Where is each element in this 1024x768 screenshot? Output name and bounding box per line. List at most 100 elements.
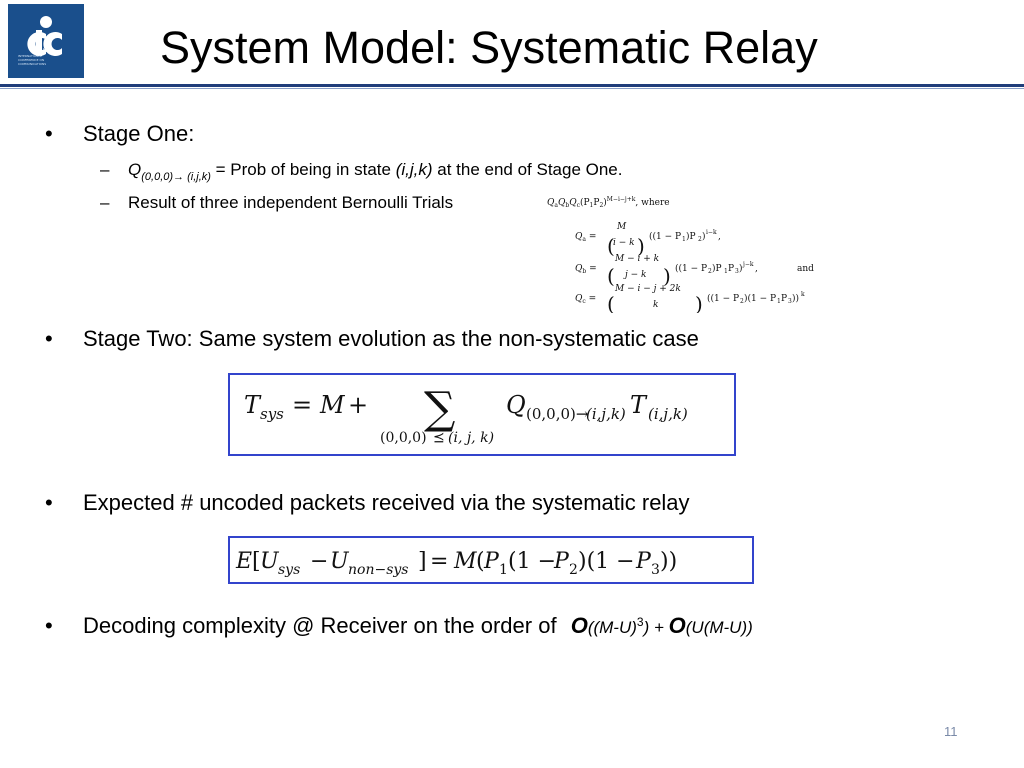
svg-text:): ) (663, 264, 671, 288)
svg-text:U: U (260, 549, 280, 574)
big-o-symbol: O (668, 613, 686, 638)
svg-text:i−k: i−k (706, 229, 717, 236)
svg-text:)): )) (660, 549, 677, 574)
svg-text:j − k: j − k (623, 270, 647, 280)
state-text: (i,j,k) (395, 160, 433, 179)
equation-box-expected-u: E [ U sys − U non−sys ] = M ( P 1 (1 − P… (228, 536, 754, 584)
svg-text:Qb =: Qb = (575, 264, 597, 275)
svg-text:3: 3 (735, 268, 739, 275)
complexity-plus: ) + (643, 618, 669, 637)
svg-text:Q: Q (506, 391, 526, 419)
svg-text:M: M (319, 391, 346, 419)
svg-text:((1 − P: ((1 − P (675, 263, 707, 274)
equation-expected-u: E [ U sys − U non−sys ] = M ( P 1 (1 − P… (235, 549, 677, 578)
slide-title: System Model: Systematic Relay (160, 22, 818, 73)
svg-text:2: 2 (698, 236, 702, 243)
equation-tsys: T sys = M + ∑ (0,0,0) ⪯ (i, j, k) Q (0,0… (244, 383, 688, 446)
svg-text:k: k (653, 300, 658, 310)
sub-bullet-text: = Prob of being in state (210, 160, 396, 179)
svg-text:,: , (755, 264, 758, 274)
svg-text:i − k: i − k (613, 238, 635, 248)
svg-text:∑: ∑ (424, 383, 455, 434)
svg-text:((1 − P: ((1 − P (707, 293, 739, 304)
exponent: 3 (636, 615, 644, 629)
svg-text:): ) (739, 263, 743, 274)
svg-text:)(1 −: )(1 − (578, 549, 635, 574)
svg-text:M − i − j + 2k: M − i − j + 2k (614, 284, 681, 294)
svg-text:M − i + k: M − i + k (614, 254, 659, 264)
svg-text:T: T (630, 391, 648, 419)
svg-text:(: ( (607, 234, 615, 258)
svg-text:): ) (695, 292, 703, 313)
svg-text:E: E (235, 549, 252, 574)
svg-text:2: 2 (708, 268, 712, 275)
svg-text:and: and (797, 264, 814, 274)
bullet-decoding-complexity: • Decoding complexity @ Receiver on the … (45, 612, 753, 643)
svg-text:((1 − P: ((1 − P (649, 231, 681, 242)
logo-label: IEEE ICC (30, 48, 51, 54)
svg-text:(i,j,k): (i,j,k) (648, 405, 688, 423)
svg-text:): ) (637, 234, 645, 258)
sub-bullet-dash: – (100, 193, 110, 212)
sub-bullet-dash: – (100, 160, 110, 179)
svg-text:P: P (553, 549, 570, 574)
title-rule-thin (0, 88, 1024, 89)
svg-text:)P: )P (686, 231, 696, 242)
svg-text:[: [ (252, 549, 261, 574)
complexity-term-2: (U(M-U)) (685, 618, 753, 637)
svg-text:1: 1 (499, 562, 508, 578)
svg-text:(: ( (607, 292, 615, 313)
svg-text:P: P (728, 264, 734, 274)
logo-fine-print: INTERNATIONAL CONFERENCE ON COMMUNICATIO… (18, 54, 47, 66)
bullet-text: Stage One: (83, 121, 195, 146)
svg-text:=: = (292, 391, 312, 419)
svg-text:−: − (310, 549, 328, 574)
svg-text:M: M (616, 222, 627, 232)
svg-text:QaQbQc(P1P2)M−i−j+k, where: QaQbQc(P1P2)M−i−j+k, where (547, 196, 670, 209)
svg-text:U: U (330, 549, 350, 574)
svg-text:3: 3 (651, 562, 660, 578)
svg-text:(: ( (476, 549, 485, 574)
svg-text:2: 2 (740, 298, 744, 305)
q-subscript: (0,0,0)→ (i,j,k) (141, 171, 211, 183)
svg-text:]: ] (418, 549, 427, 574)
svg-text:⪯: ⪯ (433, 430, 445, 446)
bullet-stage-one: • Stage One: (45, 120, 195, 148)
svg-text:2: 2 (569, 562, 578, 578)
svg-text:(i, j, k): (i, j, k) (448, 430, 494, 446)
bullet-dot: • (45, 613, 53, 638)
svg-text:)(1 − P: )(1 − P (744, 293, 776, 304)
svg-text:(1 −: (1 − (508, 549, 556, 574)
svg-text:k: k (801, 291, 805, 298)
svg-text:P: P (483, 549, 500, 574)
svg-text:1: 1 (682, 236, 686, 243)
svg-text:sys: sys (278, 562, 300, 578)
svg-text:(0,0,0)→: (0,0,0)→ (526, 405, 589, 423)
svg-text:Qc =: Qc = (575, 294, 596, 305)
svg-text:,: , (718, 232, 721, 242)
svg-text:j−k: j−k (742, 261, 754, 268)
svg-text:P: P (635, 549, 652, 574)
sub-bullet-q-definition: – Q(0,0,0)→ (i,j,k) = Prob of being in s… (100, 159, 623, 183)
big-o-symbol: O (570, 613, 588, 638)
bullet-stage-two: • Stage Two: Same system evolution as th… (45, 325, 699, 353)
svg-text:(: ( (607, 264, 615, 288)
q-symbol: Q (128, 160, 142, 179)
svg-text:M: M (453, 549, 477, 574)
svg-text:3: 3 (788, 298, 792, 305)
conference-logo: IEEE ICC INTERNATIONAL CONFERENCE ON COM… (8, 4, 84, 78)
bullet-text: Decoding complexity @ Receiver on the or… (83, 613, 557, 638)
equation-box-tsys: T sys = M + ∑ (0,0,0) ⪯ (i, j, k) Q (0,0… (228, 373, 736, 456)
bullet-text: Stage Two: Same system evolution as the … (83, 326, 699, 351)
svg-text:T: T (244, 391, 262, 419)
svg-text:Qa =: Qa = (575, 232, 596, 243)
svg-text:P: P (781, 294, 787, 304)
bullet-dot: • (45, 121, 53, 146)
bullet-dot: • (45, 326, 53, 351)
svg-text:)P: )P (712, 263, 722, 274)
svg-text:=: = (430, 549, 448, 574)
svg-text:(i,j,k): (i,j,k) (586, 405, 626, 423)
bullet-expected-uncoded: • Expected # uncoded packets received vi… (45, 489, 690, 517)
sub-bullet-text: Result of three independent Bernoulli Tr… (128, 193, 454, 212)
svg-text:non−sys: non−sys (348, 562, 408, 578)
